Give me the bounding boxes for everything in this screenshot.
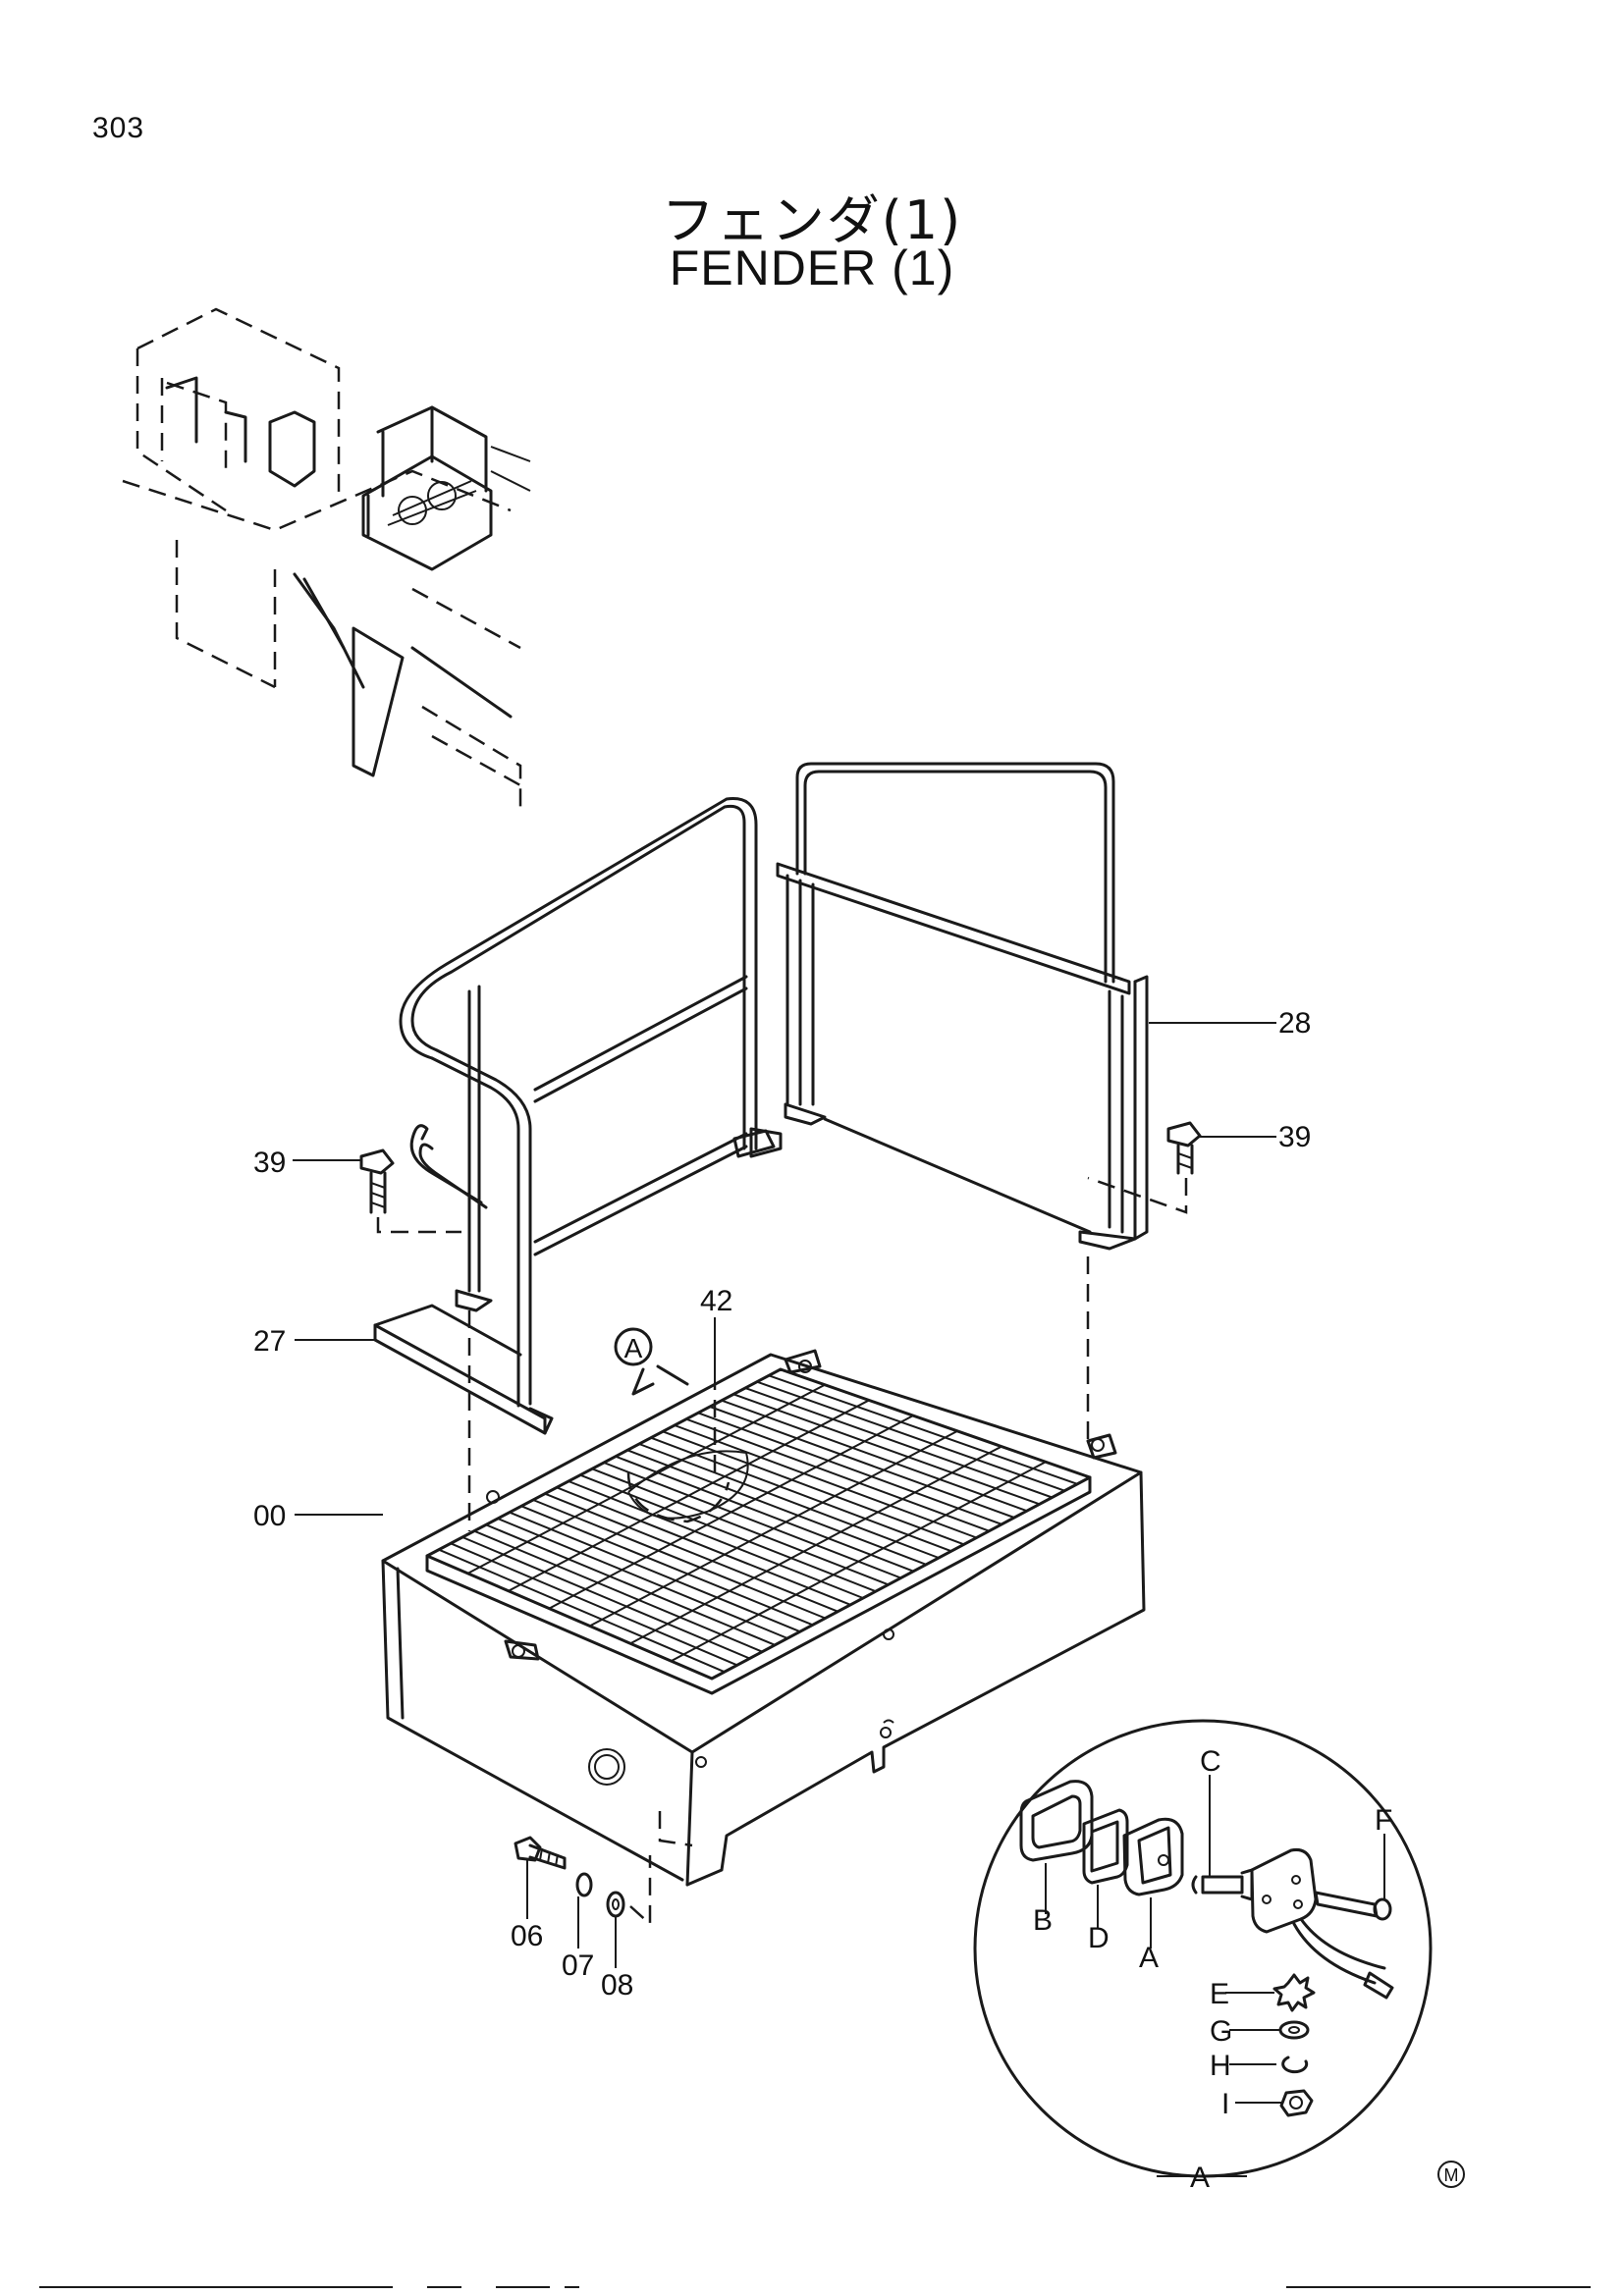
grating-bar [556,1486,851,1606]
page-title-english: FENDER (1) [669,240,955,295]
callout-39-left: 39 [253,1147,286,1179]
detail-label-e: E [1210,1978,1229,2010]
detail-label-i: I [1221,2088,1229,2120]
bolt-39-left [293,1148,461,1234]
detail-view-title: A [1190,2162,1210,2194]
detail-label-d: D [1088,1922,1110,1954]
grating-bar [589,1429,958,1628]
grating-bar [650,1436,952,1553]
callout-00: 00 [253,1500,286,1532]
grating-bar [744,1387,1053,1499]
detail-label-g: G [1210,2015,1232,2048]
callout-39-right: 39 [1278,1121,1311,1153]
grating-bar [473,1529,763,1653]
grating-bar [438,1548,726,1674]
grating-bar [674,1424,977,1539]
grating-bar [615,1455,914,1573]
callout-06: 06 [511,1920,543,1952]
grating-bar [461,1536,750,1660]
detail-label-h: H [1210,2050,1231,2082]
grating-bar [629,1445,1002,1645]
grating-bar [768,1374,1078,1485]
grating-bar [548,1415,914,1610]
bolt-39-right [1087,1121,1276,1214]
grating-bar [671,1461,1047,1663]
grating-bar [721,1399,1028,1513]
grating-bar [579,1473,877,1593]
grating-bar [638,1443,940,1559]
detail-view-a [973,1719,1433,2178]
fender-frame-left [295,797,783,1435]
grating-bar [626,1449,927,1566]
machine-locator-sketch [122,307,531,815]
detail-label-c: C [1200,1745,1221,1778]
assembly-guide-lines [467,1256,1090,1531]
grating-bar [756,1380,1065,1492]
grating-bar [603,1462,901,1579]
grating-bar [450,1542,738,1667]
washer-08 [606,1855,652,1927]
detail-label-b: B [1033,1904,1053,1937]
callout-08: 08 [601,1969,633,2002]
view-marker-a-label: A [624,1333,643,1363]
bolt-06 [514,1836,567,1870]
grating-bar [662,1430,965,1546]
grating-bar [509,1511,801,1633]
lock-washer-07 [575,1872,593,1897]
callout-07: 07 [562,1949,594,1982]
grating-42 [425,1367,1092,1695]
page-title-japanese: フェンダ(1) [661,189,963,251]
fender-base-box [381,1349,1146,1887]
grating-bar [697,1412,1002,1525]
grating-bar [709,1406,1015,1519]
detail-label-f: F [1375,1804,1392,1837]
grating-bar [685,1417,990,1532]
grating-bar [508,1399,870,1592]
callout-27: 27 [253,1325,286,1358]
page-number: 303 [92,112,145,144]
grating-bar [544,1492,839,1613]
grating-bar [532,1499,826,1620]
callout-28: 28 [1278,1007,1311,1040]
footer-mark: M [1444,2165,1459,2185]
grating-bar [497,1518,788,1639]
fender-frame-right [732,762,1276,1251]
grating-bar [520,1505,814,1627]
view-marker-a: A [614,1327,689,1396]
detail-label-a: A [1139,1942,1159,1974]
callout-42: 42 [700,1285,732,1317]
grating-bar [732,1393,1041,1506]
grating-bar [591,1468,890,1586]
grating-bar [568,1480,864,1599]
grating-bar [485,1523,776,1646]
